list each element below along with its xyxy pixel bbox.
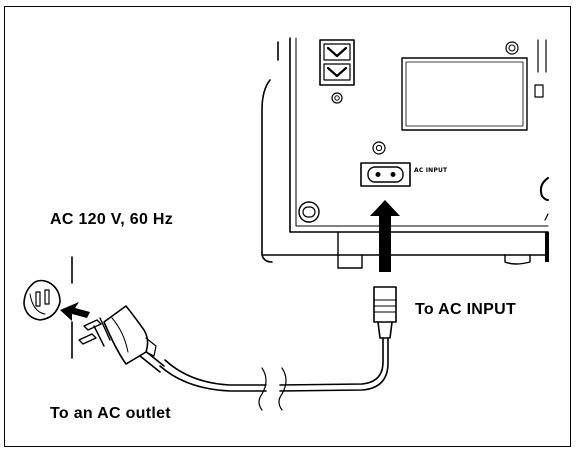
wall-outlet-icon	[23, 256, 73, 359]
to-ac-input-label: To AC INPUT	[415, 301, 517, 318]
jack-label: AC INPUT	[414, 167, 448, 174]
cord-break-icon	[258, 367, 287, 411]
appliance-connector	[373, 286, 397, 339]
power-spec-label: AC 120 V, 60 Hz	[50, 211, 174, 228]
speaker-terminal	[319, 39, 355, 104]
power-cord	[159, 337, 389, 411]
plug-icon	[78, 305, 165, 373]
arrow-up-icon	[370, 200, 400, 272]
unit-rear-panel	[261, 37, 549, 269]
ac-input-jack	[360, 162, 411, 187]
arrow-left-icon	[60, 302, 90, 321]
to-outlet-label: To an AC outlet	[50, 405, 171, 422]
